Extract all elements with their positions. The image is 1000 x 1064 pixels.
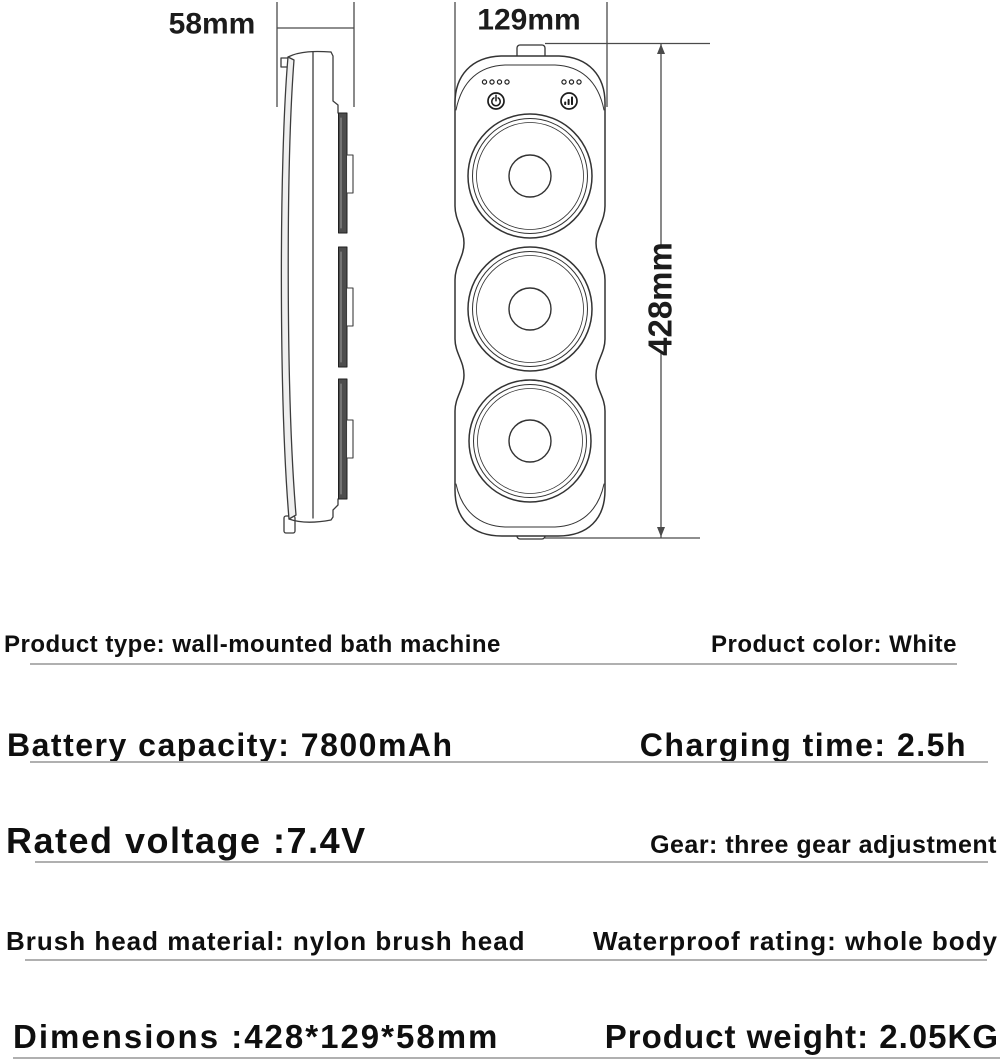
signal-bars-icon (560, 92, 578, 110)
dimension-height (545, 42, 710, 539)
side-front-shell (280, 56, 297, 520)
divider (35, 861, 988, 863)
spec-row-product-type: Product type: wall-mounted bath machine … (0, 631, 1000, 659)
spec-row-dimensions: Dimensions :428*129*58mm Product weight:… (0, 1018, 1000, 1056)
dimension-height-arrows (657, 44, 665, 537)
spec-row-brush-material: Brush head material: nylon brush head Wa… (0, 926, 1000, 957)
side-view (280, 50, 354, 534)
spec-row-battery: Battery capacity: 7800mAh Charging time:… (0, 727, 1000, 764)
divider (30, 663, 957, 665)
technical-drawing: 58mm 129mm 428mm (169, 2, 710, 540)
spec-product-type: Product type: wall-mounted bath machine (4, 631, 501, 658)
spec-product-color: Product color: White (711, 631, 957, 658)
indicator-dots-left (481, 79, 510, 85)
spec-rated-voltage: Rated voltage :7.4V (6, 820, 367, 861)
divider (30, 761, 988, 763)
side-width-label: 58mm (169, 8, 256, 41)
spec-dimensions: Dimensions :428*129*58mm (13, 1018, 500, 1055)
spec-brush-material: Brush head material: nylon brush head (6, 926, 526, 956)
spec-gear: Gear: three gear adjustment (650, 831, 997, 859)
dimension-side-width (276, 2, 355, 107)
spec-charging-time: Charging time: 2.5h (639, 727, 967, 763)
dimension-front-width (454, 2, 608, 107)
spec-row-voltage: Rated voltage :7.4V Gear: three gear adj… (0, 820, 1000, 862)
side-brush-strips (338, 112, 348, 500)
divider (13, 1057, 1000, 1059)
brush-head-bottom (468, 379, 592, 503)
spec-battery-capacity: Battery capacity: 7800mAh (7, 727, 454, 763)
front-view (454, 44, 606, 540)
brush-head-middle (467, 246, 593, 372)
brush-head-top (467, 113, 593, 239)
side-brush-brackets (345, 154, 354, 459)
indicator-dots-right (561, 79, 582, 85)
divider (25, 959, 987, 961)
power-icon (487, 92, 505, 110)
spec-waterproof: Waterproof rating: whole body (592, 926, 998, 956)
height-label: 428mm (642, 242, 679, 356)
front-body (454, 55, 606, 537)
front-width-label: 129mm (477, 4, 580, 37)
spec-weight: Product weight: 2.05KG (604, 1018, 999, 1055)
